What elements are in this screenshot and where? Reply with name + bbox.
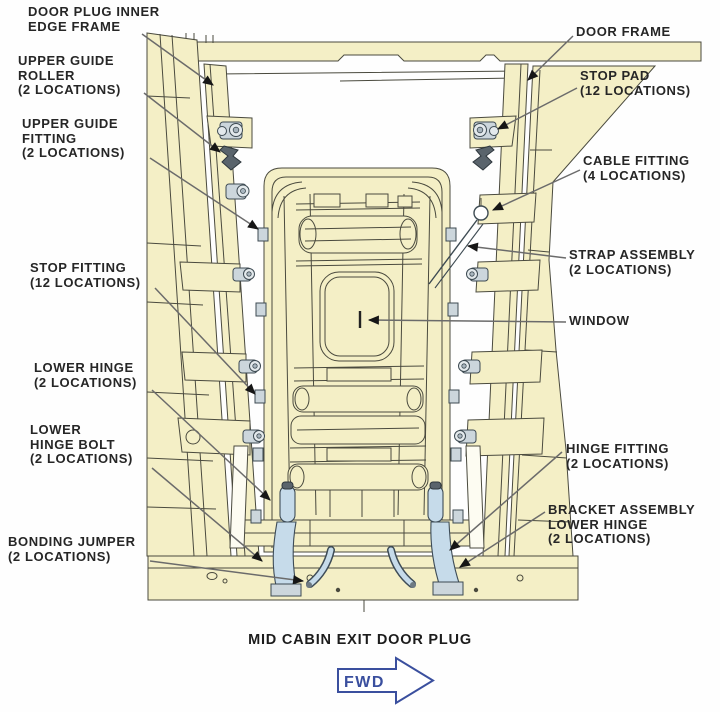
- callout-stop-fitting: STOP FITTING (12 LOCATIONS): [30, 260, 141, 290]
- window: [319, 271, 395, 362]
- leader-upper-guide-roller: [143, 92, 221, 153]
- fwd-direction-arrow: FWD: [337, 656, 435, 705]
- callout-upper-guide-roller: UPPER GUIDE ROLLER (2 LOCATIONS): [18, 53, 121, 97]
- callout-hinge-fitting: HINGE FITTING (2 LOCATIONS): [566, 441, 670, 471]
- leader-bonding-jumper: [149, 560, 305, 585]
- leader-hinge-fitting: [449, 451, 563, 551]
- header-beam: [151, 41, 702, 62]
- leader-upper-guide-fitting: [149, 157, 259, 230]
- leader-lower-hinge-bolt: [151, 467, 263, 562]
- leader-lines: [141, 33, 581, 585]
- leader-stop-fitting: [154, 287, 256, 395]
- callout-upper-guide-fitting: UPPER GUIDE FITTING (2 LOCATIONS): [22, 116, 125, 160]
- lower-hinge-bolt-left: [279, 485, 296, 523]
- strap-assembly-part: [428, 219, 484, 289]
- left-frame-hardware: [217, 121, 265, 444]
- left-stop-fittings: [225, 183, 265, 444]
- leader-window: [367, 315, 567, 325]
- bonding-jumper-right: [387, 546, 416, 588]
- leader-cable-fitting: [492, 169, 581, 211]
- stop-pad-part: [473, 121, 499, 140]
- callout-window: WINDOW: [569, 313, 630, 328]
- callout-lower-hinge: LOWER HINGE (2 LOCATIONS): [34, 360, 137, 390]
- callout-bracket-assembly-lower-hinge: BRACKET ASSEMBLY LOWER HINGE (2 LOCATION…: [548, 502, 696, 546]
- callout-door-plug-inner-edge-frame: DOOR PLUG INNER EDGE FRAME: [28, 4, 160, 34]
- right-frame-hardware: [428, 121, 499, 444]
- fwd-arrow-shape: [337, 656, 435, 705]
- figure-caption: MID CABIN EXIT DOOR PLUG: [248, 632, 472, 648]
- callout-door-frame: DOOR FRAME: [576, 24, 671, 39]
- leader-bracket-assembly: [459, 511, 546, 568]
- leader-door-plug-inner-edge-frame: [141, 33, 214, 86]
- callout-stop-pad: STOP PAD (12 LOCATIONS): [580, 68, 691, 98]
- cable-fitting-part: [473, 198, 489, 221]
- leader-stop-pad: [497, 87, 578, 130]
- leader-door-frame: [527, 35, 574, 81]
- callout-cable-fitting: CABLE FITTING (4 LOCATIONS): [583, 153, 690, 183]
- callout-lower-hinge-bolt: LOWER HINGE BOLT (2 LOCATIONS): [30, 422, 133, 466]
- fwd-label: FWD: [344, 674, 385, 691]
- callout-bonding-jumper: BONDING JUMPER (2 LOCATIONS): [8, 534, 136, 564]
- upper-guide-roller-part: [217, 121, 243, 140]
- upper-guide-fitting-part: [219, 145, 242, 171]
- bottom-sill: [147, 555, 579, 601]
- callout-strap-assembly: STRAP ASSEMBLY (2 LOCATIONS): [569, 247, 696, 277]
- door-plug: [229, 167, 485, 553]
- leader-lower-hinge: [151, 389, 271, 501]
- hinge-fitting-right: [427, 485, 444, 523]
- leader-strap-assembly: [466, 242, 567, 259]
- right-wall: [508, 65, 657, 557]
- right-stop-fittings: [454, 267, 489, 444]
- bonding-jumper-left: [306, 546, 335, 588]
- lower-hinge-assembly: [270, 481, 464, 597]
